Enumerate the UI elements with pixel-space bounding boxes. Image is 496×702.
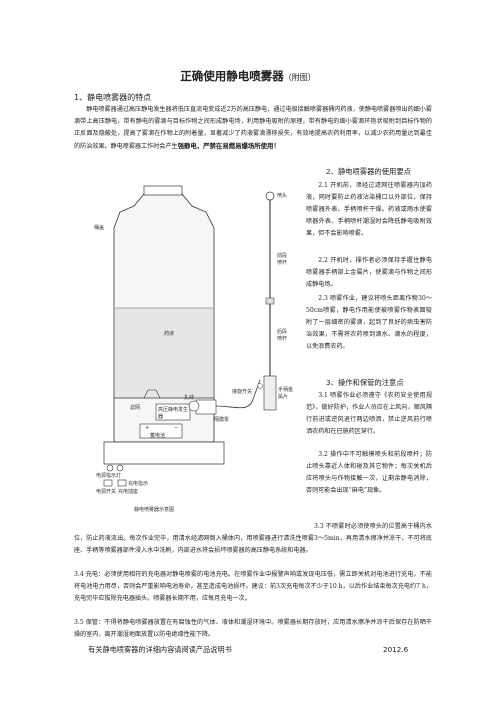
label-liquid: 药液 [164,331,175,337]
svg-text:+: + [145,425,149,431]
section3-p35: 3.5 保管：不得将静电喷雾器放置在有腐蚀性的气体、液体和潮湿环境中。喷雾器长期… [74,619,432,639]
label-rear-rod: 后段喷杆 [277,329,288,342]
label-power-light: 电源指示灯 [96,473,122,479]
section3-p33: 3.3 不喷雾时必须使喷头的位置高于桶内水位，防止药液流出。每次作业完毕，用清水… [74,523,432,555]
section3-p34: 3.4 充电：必须使用相符的充电器对静电喷雾的电池充电。在喷雾作业中报警声响或发… [74,571,432,603]
label-lift: 扎线 [184,395,195,401]
label-battery: 蓄电池 [150,433,166,439]
hose [215,379,261,409]
label-lid: 桶盖 [94,225,105,231]
section1-heading: 1、静电喷雾器的特点 [74,93,152,102]
title-text: 正确使用静电喷雾器 [180,69,284,83]
nozzle-shape [265,191,275,201]
title-note: （附图） [283,73,316,82]
label-pump: 隔膜泵 [214,417,230,423]
section1-warning: 强静电，严禁在易燃易爆场所使用！ [177,142,280,151]
label-nozzle: 喷头 [277,193,288,199]
battery-box [139,423,183,439]
section3-p31: 3.1 喷雾作业必须遵守《农药安全使用规范》，做好防护，作业人员应在上风向，顺风… [306,392,432,436]
sprayer-diagram: + − 桶盖 药液 喷头 前段喷杆 后段喷杆 接旋开关 手柄金属片 滤网 扎线 … [74,180,306,516]
diagram-caption: 静电喷雾器示意图 [134,507,175,513]
switch-shape [257,383,263,389]
label-charge-socket: 充电插座 [118,489,139,495]
label-power-switch: 电源开关 [96,489,117,495]
lid-shape [143,185,183,196]
label-joint: 接旋开关 [232,389,253,395]
section2-p22: 2.2 开机时，操作者必须保持手握住静电喷雾器手柄部上金属片，使雾滴与作物之间形… [306,257,432,289]
label-filter: 滤网 [130,405,141,411]
section3-heading: 3、操作和保管的注意点 [326,378,404,387]
section3-p32: 3.2 操作中不可触摸喷头和前段喷杆；防止喷头靠近人体和碰及其它物件；每次关机后… [306,451,432,495]
power-switch-shape [103,479,113,487]
charge-socket-shape [117,479,127,487]
section2-heading: 2、静电喷雾器的使用要点 [326,167,411,176]
svg-text:−: − [174,425,178,431]
rod-joint [265,297,275,305]
label-front-rod: 前段喷杆 [277,253,288,266]
label-handle: 手柄金属片 [278,387,294,400]
label-charge-light: 充电指示 [128,481,149,487]
liquid-fill [115,308,213,398]
page-title: 正确使用静电喷雾器（附图） [0,68,496,84]
charge-light-dot [116,464,124,472]
label-hv: 高压静电发生器 [158,407,189,420]
section2-p23: 2.3 喷雾作业，建议将喷头距离作物30～50cm喷雾，静电作用能使被喷雾作物表… [306,295,432,351]
footer-note: 有关静电喷雾器的详细内容请阅读产品说明书 [88,645,232,654]
hv-box [155,403,191,421]
section2-p21: 2.1 开机前，须经过滤网往喷雾器内加药液，同时要防止药液沾染桶口以外部位，保持… [306,182,432,238]
pump-motor [188,400,200,412]
sprayer-diagram-drawing: + − [103,185,277,487]
section1-text: 静电喷雾器通过高压静电发生器将低压直流电变成近2万的高压静电，通过电极接触喷雾器… [74,106,432,151]
power-light-dot [106,464,114,472]
filter-shape [143,389,161,399]
handle-shape [263,375,277,411]
section1-body: 静电喷雾器通过高压静电发生器将低压直流电变成近2万的高压静电，通过电极接触喷雾器… [74,104,432,153]
footer-date: 2012.6 [383,645,409,654]
base-shape [103,441,225,465]
